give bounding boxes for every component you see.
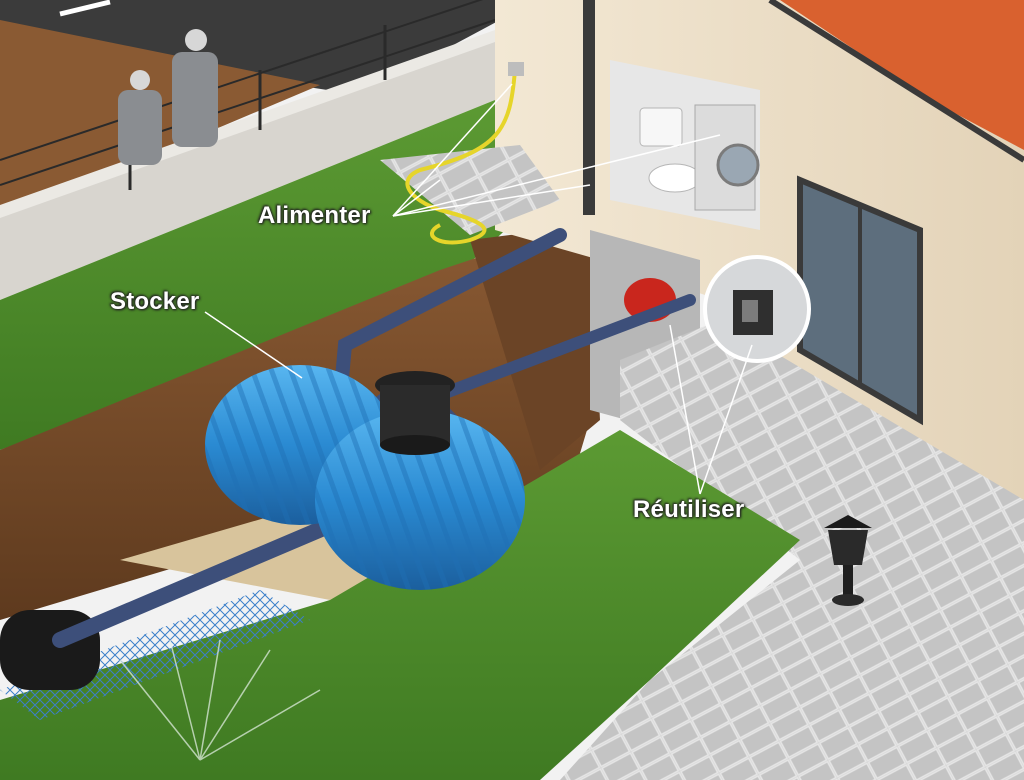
downpipe: [583, 0, 595, 215]
garden-lamp-icon: [824, 515, 872, 606]
lower-lawn: [0, 430, 800, 780]
pit-back-wall: [470, 225, 600, 470]
pedestrians: [118, 29, 218, 165]
roof: [780, 0, 1024, 150]
fence: [0, 0, 496, 190]
front-paving: [560, 320, 1024, 780]
label-stocker: Stocker: [110, 288, 200, 315]
garden-wall: [0, 40, 495, 300]
rainwater-tank-icon: [205, 365, 525, 590]
wall-top: [0, 30, 495, 218]
label-reutiliser: Réutiliser: [633, 496, 745, 523]
leader-lines: [204, 83, 753, 495]
road-marking: [59, 0, 111, 17]
label-alimenter: Alimenter: [258, 202, 371, 229]
tap: [508, 62, 524, 76]
toilet-cistern: [639, 107, 683, 147]
pump-detail-callout: [703, 255, 811, 363]
toilet-icon: [648, 163, 702, 193]
road: [0, 0, 500, 95]
sprinkler-icon: [119, 639, 321, 761]
gutter: [768, 0, 1024, 163]
